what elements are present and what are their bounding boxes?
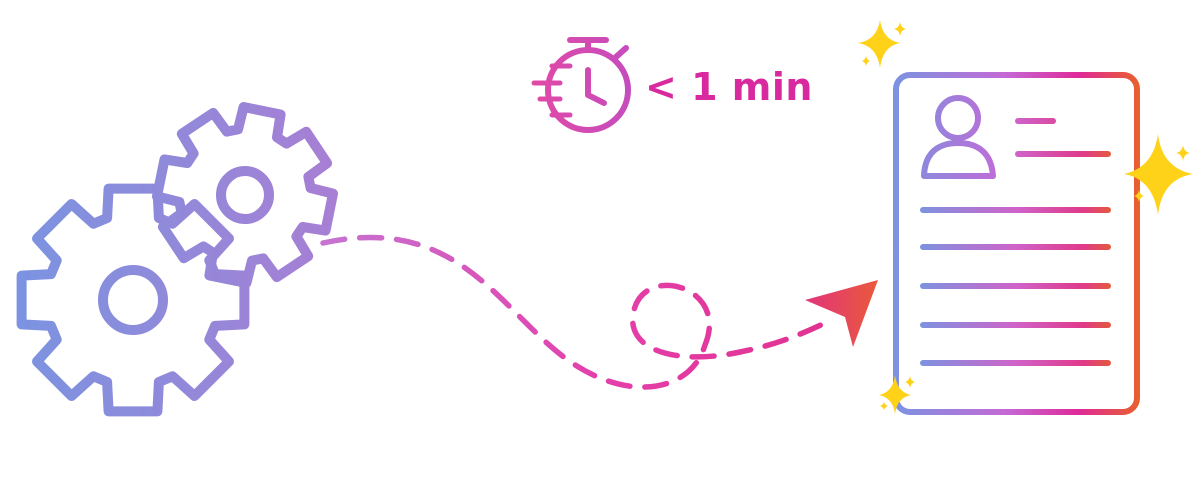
- small-gear-hub: [216, 166, 274, 224]
- small-gear-icon: [152, 102, 338, 288]
- sparkle-icon: [905, 376, 915, 388]
- large-gear-hub: [98, 265, 168, 335]
- sparkle-icon: [862, 56, 870, 66]
- sparkle-icon: [1124, 134, 1193, 215]
- dashed-route-line: [320, 234, 828, 390]
- time-label: < 1 min: [645, 62, 820, 124]
- large-gear-icon: [16, 183, 250, 417]
- sparkle-icon: [894, 22, 906, 36]
- gears-icon: [16, 102, 338, 417]
- time-label-value: < 1 min: [645, 65, 813, 109]
- sparkle-icon: [880, 402, 888, 410]
- stopwatch-icon: [545, 37, 631, 133]
- sparkles: [858, 20, 1193, 414]
- speed-lines: [531, 63, 573, 118]
- sparkle-icon: [1134, 190, 1144, 202]
- sparkle-icon: [1176, 145, 1190, 161]
- document-frame: [893, 72, 1140, 415]
- profile-document-icon: [893, 72, 1140, 415]
- avatar-icon: [921, 95, 996, 179]
- arrow-head-icon: [805, 280, 878, 347]
- time-label-text: < 1 min: [645, 65, 813, 109]
- sparkle-icon: [879, 375, 911, 414]
- document-lines: [920, 118, 1111, 366]
- sparkle-icon: [858, 20, 900, 68]
